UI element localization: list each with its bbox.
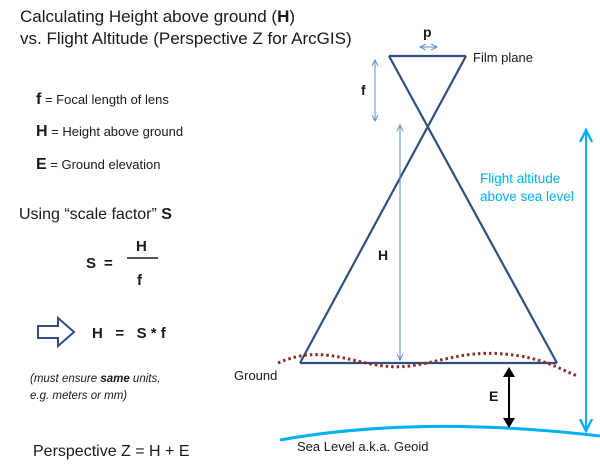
flight-altitude-label-2: above sea level: [480, 189, 574, 204]
f-label: f: [361, 82, 366, 98]
camera-triangle: [299, 54, 558, 365]
p-label: p: [423, 24, 432, 40]
title-line-1: Calculating Height above ground (H): [20, 7, 295, 26]
units-note-line-2: e.g. meters or mm): [30, 390, 127, 402]
formula-h-equals-sf: H = S * f: [92, 325, 167, 342]
legend-focal-length: f = Focal length of lens: [36, 91, 169, 108]
legend-elevation: E = Ground elevation: [36, 156, 161, 173]
formula-equals: =: [104, 255, 113, 272]
sea-level-curve: [279, 424, 600, 442]
formula-s: S: [86, 255, 96, 272]
legend-height: H = Height above ground: [36, 123, 183, 140]
scale-factor-label: Using “scale factor” S: [19, 206, 172, 223]
ground-label: Ground: [234, 368, 277, 383]
e-label: E: [489, 388, 498, 404]
units-note-line-1: (must ensure same units,: [30, 373, 160, 385]
right-arrow-icon: [37, 315, 76, 349]
perspective-z-formula: Perspective Z = H + E: [33, 443, 190, 460]
h-label: H: [378, 247, 388, 263]
sea-level-label: Sea Level a.k.a. Geoid: [297, 439, 429, 454]
ray-right: [299, 55, 467, 364]
flight-altitude-label-1: Flight altitude: [480, 171, 560, 186]
fraction-numerator: H: [136, 238, 147, 255]
ground-surface-curve: [277, 351, 579, 378]
film-plane-label: Film plane: [473, 50, 533, 65]
title-line-2: vs. Flight Altitude (Perspective Z for A…: [20, 29, 352, 48]
fraction-denominator: f: [137, 272, 143, 289]
ray-left: [388, 55, 558, 364]
